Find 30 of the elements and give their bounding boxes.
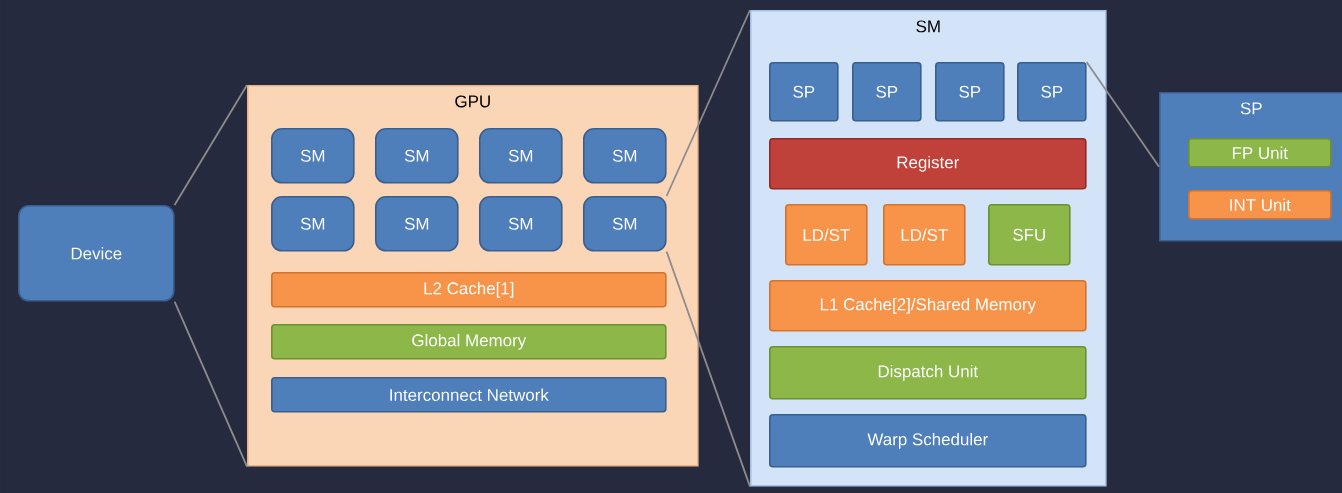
memory-bar: Global Memory — [271, 324, 667, 360]
network-bar: Interconnect Network — [271, 377, 667, 413]
sm-box: SM — [479, 196, 563, 252]
sp-box: SP — [1017, 62, 1087, 122]
sm-box: SM — [479, 128, 563, 184]
sm-box: SM — [271, 128, 355, 184]
cache-bar: L1 Cache[2]/Shared Memory — [769, 280, 1087, 332]
unit-bar: INT Unit — [1188, 190, 1332, 220]
unit-box: LD/ST — [785, 204, 868, 266]
cache-bar: L2 Cache[1] — [271, 272, 667, 308]
sm-box: SM — [583, 196, 667, 252]
sm-box: SM — [375, 196, 459, 252]
zoom-line — [173, 300, 248, 468]
zoom-line — [173, 84, 248, 206]
zoom-line — [665, 9, 751, 197]
zoom-line — [1085, 61, 1160, 168]
unit-box: LD/ST — [883, 204, 966, 266]
unit-box: SFU — [988, 204, 1071, 266]
device-box: Device — [18, 205, 175, 302]
sp-box: SP — [852, 62, 922, 122]
scheduler-bar: Warp Scheduler — [769, 414, 1087, 468]
sp-box: SP — [935, 62, 1005, 122]
register-bar: Register — [769, 138, 1087, 190]
sm-box: SM — [583, 128, 667, 184]
sm-box: SM — [375, 128, 459, 184]
sm-box: SM — [271, 196, 355, 252]
dispatch-bar: Dispatch Unit — [769, 346, 1087, 400]
unit-bar: FP Unit — [1188, 138, 1332, 168]
zoom-line — [665, 250, 751, 488]
sp-box: SP — [769, 62, 839, 122]
